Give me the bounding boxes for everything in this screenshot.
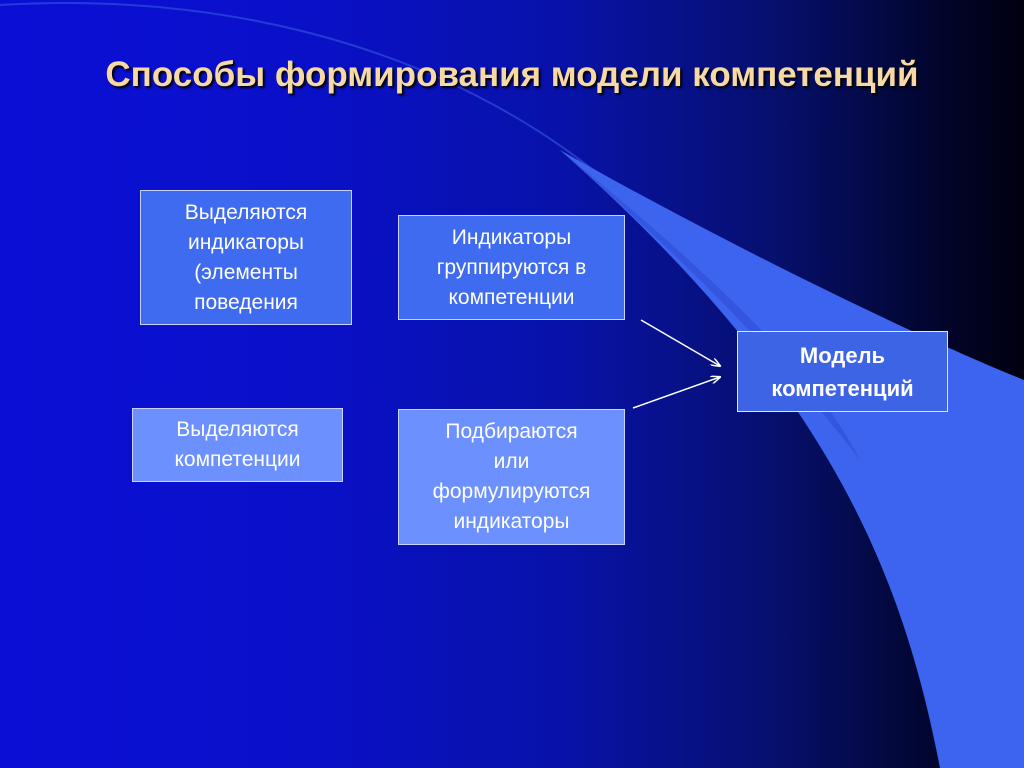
box-identify-indicators: Выделяются индикаторы (элементы поведени… — [140, 190, 352, 325]
swoosh-band — [560, 150, 1024, 768]
swoosh-thin-arc — [0, 2, 641, 211]
box-identify-competencies: Выделяются компетенции — [132, 408, 343, 482]
arrow-from-grouping — [640, 319, 720, 366]
box-group-indicators: Индикаторы группируются в компетенции — [398, 215, 625, 320]
box-competency-model: Модель компетенций — [737, 331, 948, 412]
arrow-from-selection — [632, 377, 720, 409]
slide-title: Способы формирования модели компетенций — [105, 55, 919, 94]
box-select-indicators: Подбираются или формулируются индикаторы — [398, 409, 625, 545]
